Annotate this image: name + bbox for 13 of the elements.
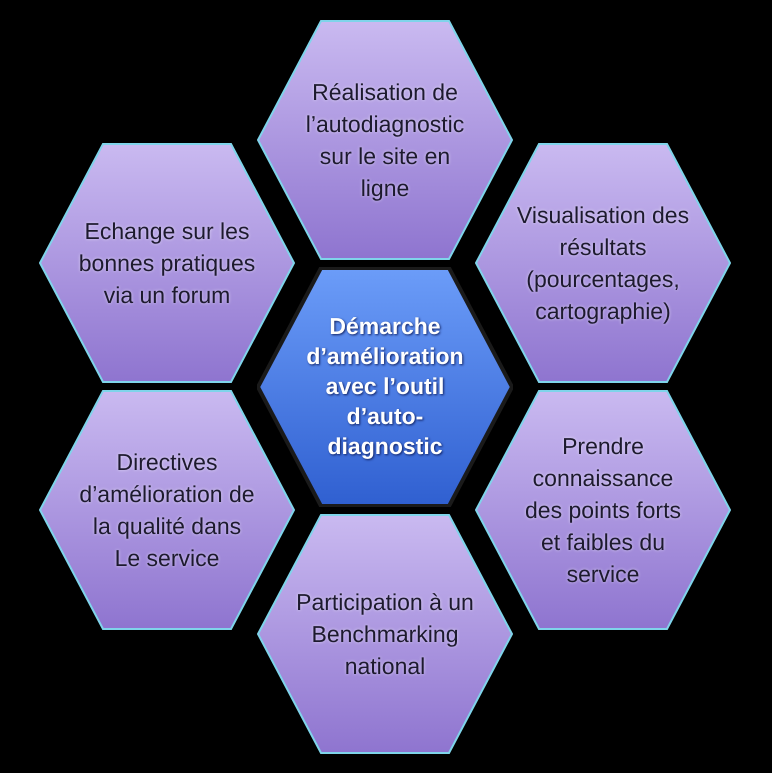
node-text: Prendre connaissance des points forts et faibles du service xyxy=(524,432,682,590)
hexagon-node xyxy=(39,143,295,383)
hexagon-node xyxy=(475,143,731,383)
node-text: Réalisation de l’autodiagnostic sur le site en ligne xyxy=(304,78,466,204)
hexagon-node xyxy=(475,390,731,630)
node-text: Echange sur les bonnes pratiques via un forum xyxy=(78,216,256,310)
hexagon-node xyxy=(257,20,513,260)
node-text: Participation à un Benchmarking national xyxy=(296,588,474,682)
node-text: Visualisation des résultats (pourcentages, cartographie) xyxy=(516,200,690,326)
hexagon-node xyxy=(257,514,513,754)
node-text: Directives d’amélioration de la qualité dans Le service xyxy=(78,448,256,574)
hexagon-node xyxy=(39,390,295,630)
central-title: Démarche d’amélioration avec l’outil d’auto-diagnostic xyxy=(305,312,465,461)
